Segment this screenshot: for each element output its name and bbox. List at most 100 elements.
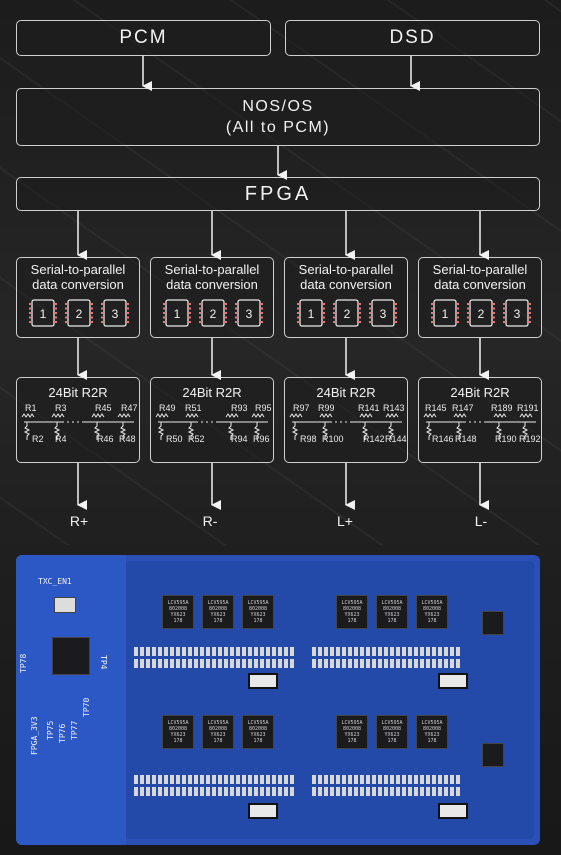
- resistor-symbol: [225, 413, 239, 418]
- resistor-label: R50: [166, 434, 183, 444]
- converter-sublabel: data conversion: [32, 277, 124, 292]
- resistor-label: R48: [119, 434, 136, 444]
- ic-chip-icon: 1: [297, 299, 325, 327]
- fpga-box: FPGA: [16, 177, 540, 211]
- chip-number: 1: [308, 307, 315, 321]
- output-label-r-minus: R-: [202, 513, 218, 529]
- converter-box-1: Serial-to-parallel data conversion: [16, 257, 140, 338]
- resistor-label: R148: [455, 434, 477, 444]
- silk-tp-label: TP70: [82, 697, 91, 717]
- resistor-symbol: [23, 422, 31, 440]
- resistor-label: R46: [97, 434, 114, 444]
- silk-tp-label: TP78: [19, 653, 28, 673]
- ic-chip-icon: 1: [29, 299, 57, 327]
- chip-number: 1: [174, 307, 181, 321]
- resistor-label: R143: [383, 403, 405, 413]
- opamp-chip: [482, 743, 504, 767]
- resistor-label: R146: [432, 434, 454, 444]
- ic-chip-icon: 3: [101, 299, 129, 327]
- converter-label: Serial-to-parallel: [30, 262, 126, 277]
- resistor-symbol: [185, 413, 199, 418]
- resistor-symbol: [321, 422, 329, 440]
- converter-label: Serial-to-parallel: [432, 262, 528, 277]
- header-pins: [312, 787, 462, 796]
- resistor-label: R142: [363, 434, 385, 444]
- resistor-symbol: [91, 413, 105, 418]
- output-label-r-plus: R+: [69, 513, 89, 529]
- converter-box-4: Serial-to-parallel data conversion: [418, 257, 542, 338]
- resistor-label: R3: [55, 403, 67, 413]
- chip-number: 3: [112, 307, 119, 321]
- resistor-label: R99: [318, 403, 335, 413]
- resistor-label: R100: [322, 434, 344, 444]
- r2r-title: 24Bit R2R: [48, 385, 108, 400]
- chip-number: 1: [40, 307, 47, 321]
- header-pins: [134, 659, 294, 668]
- header-pins: [134, 775, 294, 784]
- nos-os-box: NOS/OS (All to PCM): [16, 88, 540, 146]
- silk-tp-label: TP75: [46, 720, 55, 740]
- converter-label: Serial-to-parallel: [164, 262, 260, 277]
- resistor-label: R96: [253, 434, 270, 444]
- resistor-symbol: [155, 413, 169, 418]
- r2r-box-1: 24Bit R2R R1 R3 R45 R47 R2 R4 R46 R48: [16, 377, 140, 463]
- ic-chip-icon: 2: [467, 299, 495, 327]
- resistor-label: R1: [25, 403, 37, 413]
- crystal: [248, 673, 278, 689]
- pcm-box: PCM: [16, 20, 271, 56]
- r2r-title: 24Bit R2R: [450, 385, 510, 400]
- resistor-symbol: [495, 422, 503, 440]
- resistor-symbol: [51, 413, 65, 418]
- resistor-symbol: [227, 422, 235, 440]
- resistor-label: R191: [517, 403, 539, 413]
- header-pins: [134, 647, 294, 656]
- shift-register-chip: LCV595A 802008 YX623 178: [242, 715, 274, 749]
- converter-box-3: Serial-to-parallel data conversion: [284, 257, 408, 338]
- resistor-symbol: [53, 422, 61, 440]
- resistor-symbol: [387, 422, 395, 440]
- resistor-label: R147: [452, 403, 474, 413]
- chip-number: 3: [380, 307, 387, 321]
- chip-number: 2: [344, 307, 351, 321]
- shift-register-chip: LCV595A 802008 YX623 178: [162, 715, 194, 749]
- resistor-symbol: [319, 413, 333, 418]
- converter-sublabel: data conversion: [434, 277, 526, 292]
- shift-register-chip: LCV595A 802008 YX623 178: [336, 715, 368, 749]
- fpga-chip: [52, 637, 90, 675]
- nos-os-sublabel: (All to PCM): [225, 119, 331, 136]
- shift-register-chip: LCV595A 802008 YX623 178: [202, 715, 234, 749]
- resistor-label: R95: [255, 403, 272, 413]
- resistor-label: R47: [121, 403, 138, 413]
- shift-register-chip: LCV595A 802008 YX623 178: [376, 595, 408, 629]
- resistor-symbol: [157, 422, 165, 440]
- shift-register-chip: LCV595A 802008 YX623 178: [416, 715, 448, 749]
- resistor-label: R144: [385, 434, 407, 444]
- r2r-box-3: 24Bit R2R R97 R99 R141 R143 R98 R100 R14…: [284, 377, 408, 463]
- r2r-title: 24Bit R2R: [316, 385, 376, 400]
- resistor-label: R93: [231, 403, 248, 413]
- silk-tp-label: TP77: [70, 720, 79, 740]
- output-label-l-minus: L-: [474, 513, 488, 529]
- chip-number: 2: [76, 307, 83, 321]
- resistor-symbol: [453, 413, 467, 418]
- ic-chip-icon: 2: [333, 299, 361, 327]
- resistor-label: R4: [55, 434, 67, 444]
- resistor-symbol: [253, 422, 261, 440]
- pcm-label: PCM: [119, 27, 168, 48]
- header-pins: [312, 775, 462, 784]
- resistor-label: R2: [32, 434, 44, 444]
- opamp-chip: [482, 611, 504, 635]
- shift-register-chip: LCV595A 802008 YX623 178: [162, 595, 194, 629]
- crystal: [438, 673, 468, 689]
- resistor-symbol: [187, 422, 195, 440]
- small-chip: [54, 597, 76, 613]
- dsd-box: DSD: [285, 20, 540, 56]
- dsd-label: DSD: [389, 27, 436, 48]
- output-label-l-plus: L+: [337, 513, 353, 529]
- chip-number: 3: [246, 307, 253, 321]
- header-pins: [312, 647, 462, 656]
- r2r-box-4: 24Bit R2R R145 R147 R189 R191 R146 R148 …: [418, 377, 542, 463]
- resistor-symbol: [359, 413, 373, 418]
- ic-chip-icon: 2: [199, 299, 227, 327]
- chip-number: 2: [478, 307, 485, 321]
